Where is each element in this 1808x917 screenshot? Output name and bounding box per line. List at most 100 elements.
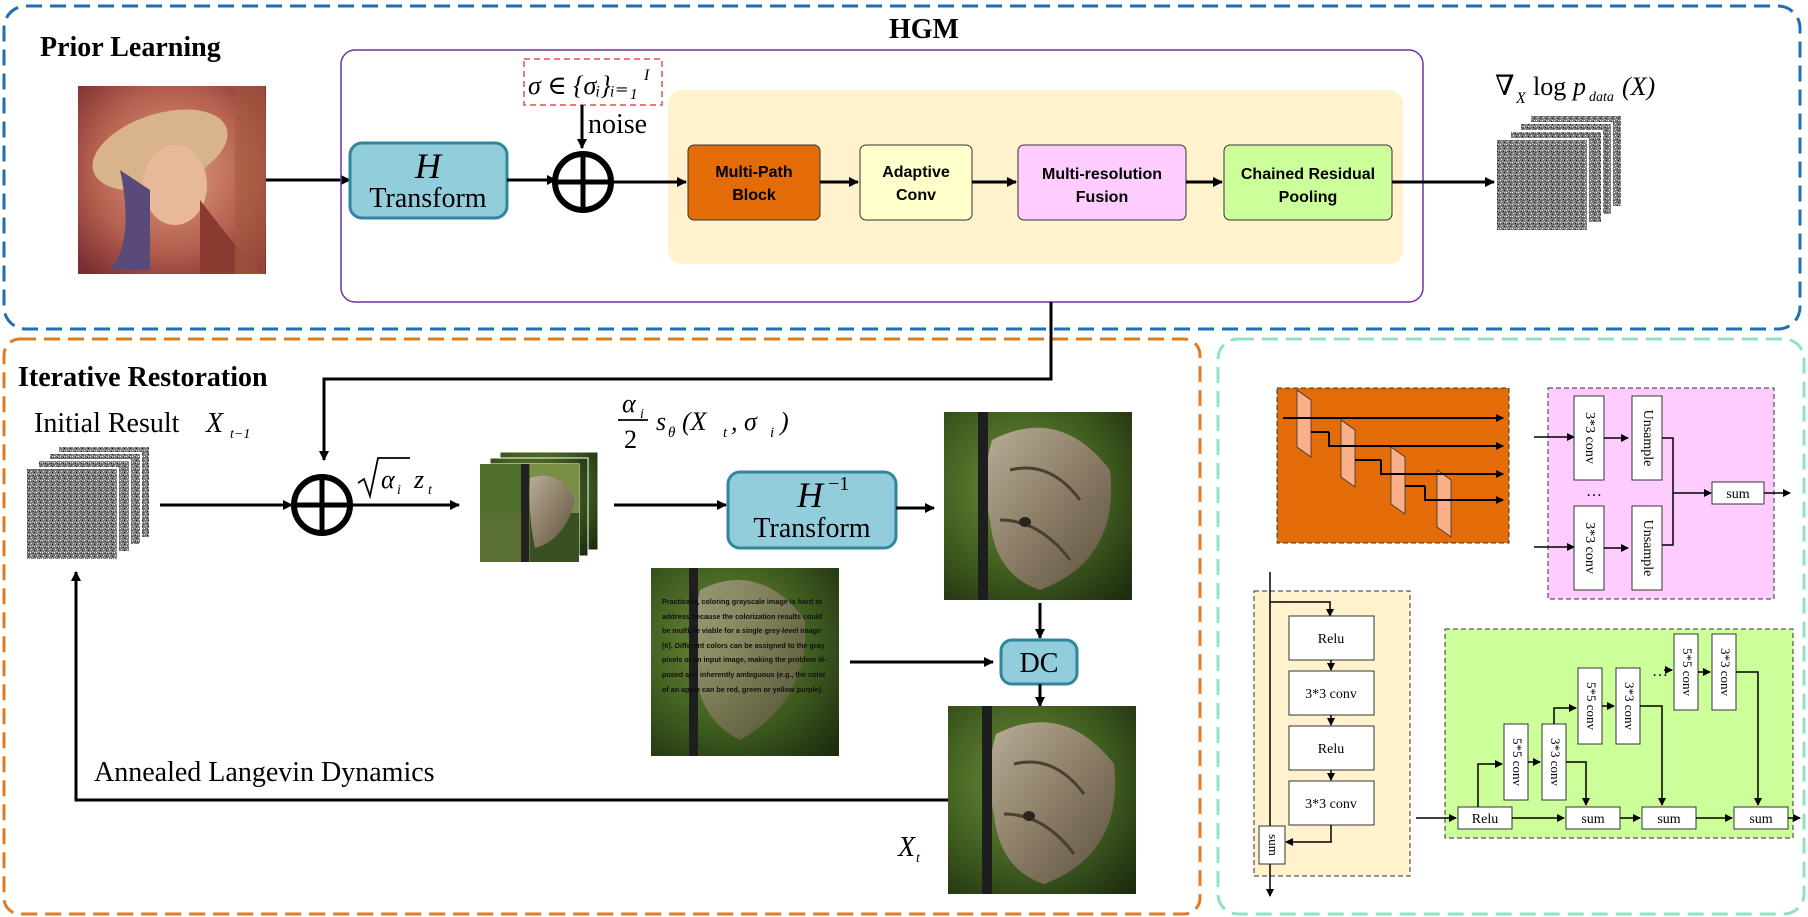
svg-text:θ: θ bbox=[668, 425, 676, 441]
svg-text:5*5 conv: 5*5 conv bbox=[1510, 738, 1525, 787]
annealed-langevin-label: Annealed Langevin Dynamics bbox=[94, 757, 435, 788]
svg-text:Conv: Conv bbox=[896, 187, 936, 204]
h-inverse-symbol: H bbox=[796, 475, 825, 515]
score-output-stack bbox=[1495, 114, 1623, 232]
restoration-adder-icon bbox=[291, 474, 353, 536]
detail-adaptive-conv: Relu 3*3 conv Relu 3*3 conv sum bbox=[1253, 572, 1411, 897]
svg-text:t−1: t−1 bbox=[230, 427, 250, 442]
svg-text:X: X bbox=[1515, 90, 1527, 107]
svg-text:sum: sum bbox=[1726, 487, 1749, 502]
patch-stack-image bbox=[480, 451, 599, 563]
svg-text:sum: sum bbox=[1657, 812, 1680, 827]
svg-text:3*3 conv: 3*3 conv bbox=[1582, 412, 1597, 464]
initial-result-stack bbox=[25, 445, 151, 561]
xt-label: X t bbox=[897, 832, 921, 866]
svg-text:Multi-resolution: Multi-resolution bbox=[1042, 166, 1162, 183]
dc-label: DC bbox=[1020, 648, 1059, 679]
svg-text:2: 2 bbox=[624, 425, 637, 454]
svg-text:3*3 conv: 3*3 conv bbox=[1548, 738, 1563, 787]
hgm-title: HGM bbox=[889, 14, 959, 45]
svg-text:sum: sum bbox=[1749, 812, 1772, 827]
svg-text:∇: ∇ bbox=[1495, 71, 1515, 102]
svg-text:data: data bbox=[1589, 90, 1614, 105]
svg-text:…: … bbox=[1586, 483, 1602, 500]
h-transform-symbol: H bbox=[414, 146, 443, 186]
iterative-restoration-title: Iterative Restoration bbox=[18, 362, 268, 393]
block-adaptive-conv: Adaptive Conv bbox=[859, 144, 973, 221]
svg-text:Pooling: Pooling bbox=[1279, 189, 1338, 206]
svg-text:, σ: , σ bbox=[731, 407, 758, 436]
noise-label: noise bbox=[588, 109, 647, 140]
restored-image-top bbox=[944, 412, 1132, 600]
svg-text:Block: Block bbox=[732, 187, 776, 204]
svg-text:i: i bbox=[397, 483, 401, 498]
gradient-label: ∇ X log p data (X) bbox=[1495, 71, 1655, 107]
overlay-text: Practically, coloring grayscale image is… bbox=[662, 597, 827, 694]
svg-text:p: p bbox=[1571, 72, 1586, 101]
h-transform-label: Transform bbox=[369, 183, 486, 214]
iterative-restoration-frame bbox=[2, 337, 1202, 916]
prior-learning-frame bbox=[2, 4, 1802, 331]
svg-text:3*3 conv: 3*3 conv bbox=[1718, 648, 1733, 697]
svg-text:X: X bbox=[897, 832, 916, 863]
svg-text:z: z bbox=[413, 465, 424, 494]
svg-text:Multi-Path: Multi-Path bbox=[715, 164, 792, 181]
svg-text:α: α bbox=[622, 389, 637, 418]
svg-text:5*5 conv: 5*5 conv bbox=[1680, 648, 1695, 697]
svg-text:Fusion: Fusion bbox=[1076, 189, 1128, 206]
detail-chained-residual-pooling: Relu sum sum sum 5*5 conv 3*3 conv 5*5 c… bbox=[1416, 628, 1801, 839]
svg-text:s: s bbox=[656, 407, 666, 436]
svg-text:3*3 conv: 3*3 conv bbox=[1622, 682, 1637, 731]
svg-text:Relu: Relu bbox=[1472, 812, 1498, 827]
block-multi-path: Multi-Path Block bbox=[687, 144, 821, 221]
svg-text:t: t bbox=[428, 483, 433, 498]
svg-text:X: X bbox=[205, 408, 224, 439]
svg-text:log: log bbox=[1533, 72, 1566, 101]
sigma-box bbox=[523, 58, 663, 106]
block-multi-resolution-fusion: Multi-resolution Fusion bbox=[1017, 144, 1187, 221]
score-term-label: α i 2 s θ (X t , σ i ) bbox=[618, 389, 789, 454]
noise-adder-icon bbox=[552, 151, 614, 213]
svg-text:(X: (X bbox=[682, 407, 708, 436]
measurement-overlay-image: Practically, coloring grayscale image is… bbox=[651, 568, 839, 756]
arrow-loop-back bbox=[71, 571, 948, 802]
svg-text:): ) bbox=[778, 407, 789, 436]
svg-text:i: i bbox=[770, 425, 774, 441]
svg-text:Initial Result: Initial Result bbox=[34, 408, 180, 439]
initial-result-label: Initial Result X t−1 bbox=[34, 408, 250, 442]
svg-text:Unsample: Unsample bbox=[1640, 520, 1655, 577]
svg-text:…: … bbox=[1652, 663, 1668, 680]
block-chained-residual-pooling: Chained Residual Pooling bbox=[1223, 144, 1393, 221]
detail-multi-path bbox=[1276, 387, 1510, 544]
svg-text:sum: sum bbox=[1581, 812, 1604, 827]
svg-text:sum: sum bbox=[1266, 834, 1281, 856]
svg-text:Chained Residual: Chained Residual bbox=[1241, 166, 1375, 183]
sigma-superscript: I bbox=[643, 67, 650, 84]
arrow-hgm-to-restoration bbox=[319, 302, 1053, 461]
detail-frame bbox=[1216, 337, 1806, 916]
svg-text:3*3 conv: 3*3 conv bbox=[1582, 522, 1597, 574]
svg-text:5*5 conv: 5*5 conv bbox=[1584, 682, 1599, 731]
h-inverse-transform-box bbox=[726, 470, 898, 550]
h-inverse-superscript: −1 bbox=[828, 473, 849, 495]
restored-image-final bbox=[948, 706, 1136, 894]
svg-text:i: i bbox=[640, 407, 644, 422]
svg-text:3*3 conv: 3*3 conv bbox=[1305, 797, 1357, 812]
svg-text:t: t bbox=[916, 851, 921, 866]
svg-text:Adaptive: Adaptive bbox=[882, 164, 950, 181]
svg-text:(X): (X) bbox=[1622, 72, 1655, 101]
hgm-container bbox=[340, 49, 1424, 303]
noise-term-label: α i z t bbox=[357, 457, 433, 500]
svg-text:3*3 conv: 3*3 conv bbox=[1305, 687, 1357, 702]
svg-text:Relu: Relu bbox=[1318, 742, 1344, 757]
svg-text:α: α bbox=[381, 465, 396, 494]
svg-text:Relu: Relu bbox=[1318, 632, 1344, 647]
sigma-label: σ ∈ {σᵢ}ᵢ₌₁ bbox=[528, 71, 638, 100]
svg-text:Unsample: Unsample bbox=[1640, 410, 1655, 467]
svg-text:t: t bbox=[723, 425, 728, 441]
prior-learning-title: Prior Learning bbox=[40, 32, 221, 63]
input-image bbox=[78, 86, 266, 274]
h-inverse-label: Transform bbox=[753, 513, 870, 544]
detail-multi-resolution-fusion: 3*3 conv 3*3 conv … Unsample Unsample su… bbox=[1534, 387, 1791, 600]
